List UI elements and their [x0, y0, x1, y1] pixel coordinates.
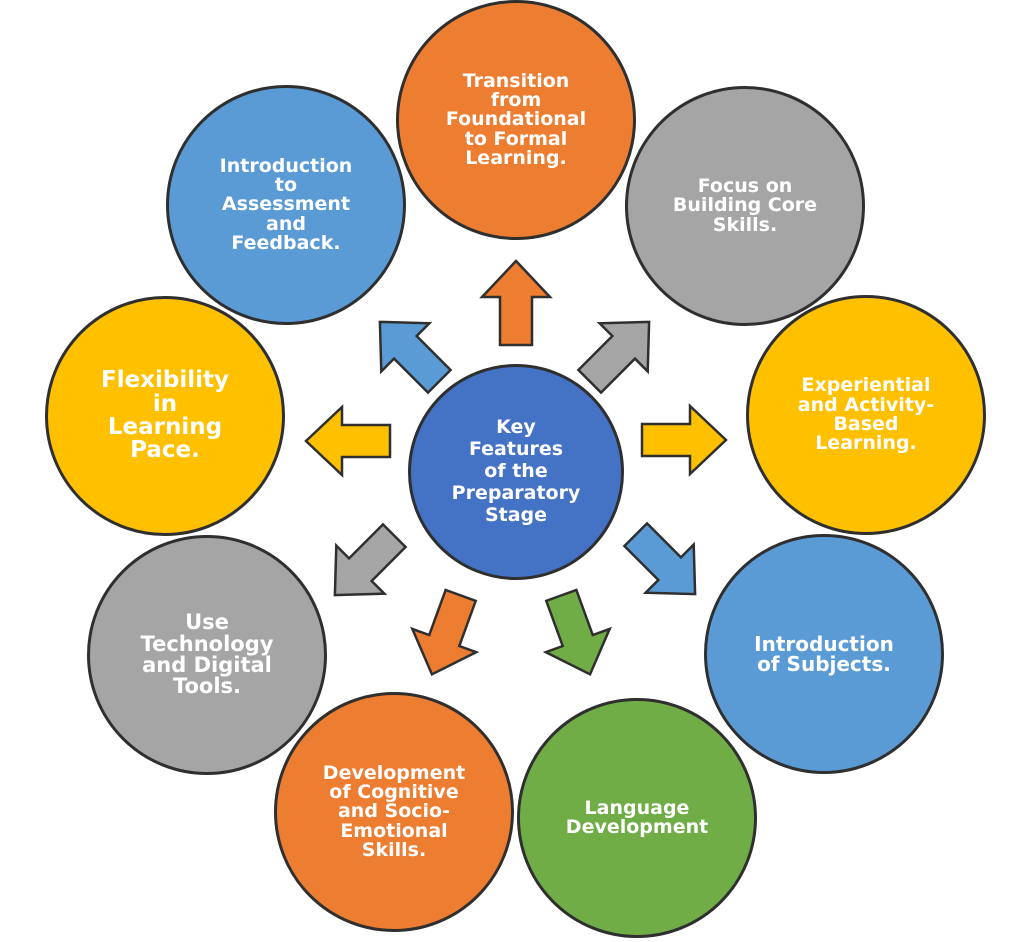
arrow-to-technology-digital-tools	[333, 522, 408, 597]
node-label-assessment-feedback: Introduction to Assessment and Feedback.	[219, 154, 353, 255]
arrow-to-cognitive-socio-emotional	[410, 588, 480, 677]
node-technology-digital-tools: Use Technology and Digital Tools.	[87, 535, 327, 775]
node-label-transition-formal-learning: Transition from Foundational to Formal L…	[445, 69, 587, 170]
node-transition-formal-learning: Transition from Foundational to Formal L…	[396, 0, 636, 240]
node-introduction-subjects: Introduction of Subjects.	[704, 534, 944, 774]
arrow-to-core-skills	[576, 320, 651, 395]
node-core-skills: Focus on Building Core Skills.	[625, 86, 865, 326]
node-cognitive-socio-emotional: Development of Cognitive and Socio- Emot…	[274, 692, 514, 932]
node-label-cognitive-socio-emotional: Development of Cognitive and Socio- Emot…	[322, 761, 466, 862]
arrow-to-introduction-subjects	[622, 521, 697, 596]
node-label-technology-digital-tools: Use Technology and Digital Tools.	[140, 610, 274, 699]
node-label-introduction-subjects: Introduction of Subjects.	[754, 631, 894, 676]
arrow-to-transition-formal-learning	[479, 259, 553, 347]
node-assessment-feedback: Introduction to Assessment and Feedback.	[166, 85, 406, 325]
node-label-core-skills: Focus on Building Core Skills.	[672, 174, 818, 236]
node-flexibility-pace: Flexibility in Learning Pace.	[45, 296, 285, 536]
node-label-language-development: Language Development	[565, 796, 709, 838]
arrow-to-experiential-learning	[640, 403, 728, 477]
node-language-development: Language Development	[517, 698, 757, 938]
node-label-flexibility-pace: Flexibility in Learning Pace.	[100, 367, 230, 464]
hub-label: Key Features of the Preparatory Stage	[451, 416, 581, 526]
arrow-to-language-development	[542, 588, 612, 677]
arrow-to-flexibility-pace	[304, 404, 392, 478]
node-experiential-learning: Experiential and Activity- Based Learnin…	[746, 295, 986, 535]
hub-circle: Key Features of the Preparatory Stage	[408, 364, 624, 580]
arrow-to-assessment-feedback	[378, 320, 453, 395]
node-label-experiential-learning: Experiential and Activity- Based Learnin…	[797, 374, 935, 455]
